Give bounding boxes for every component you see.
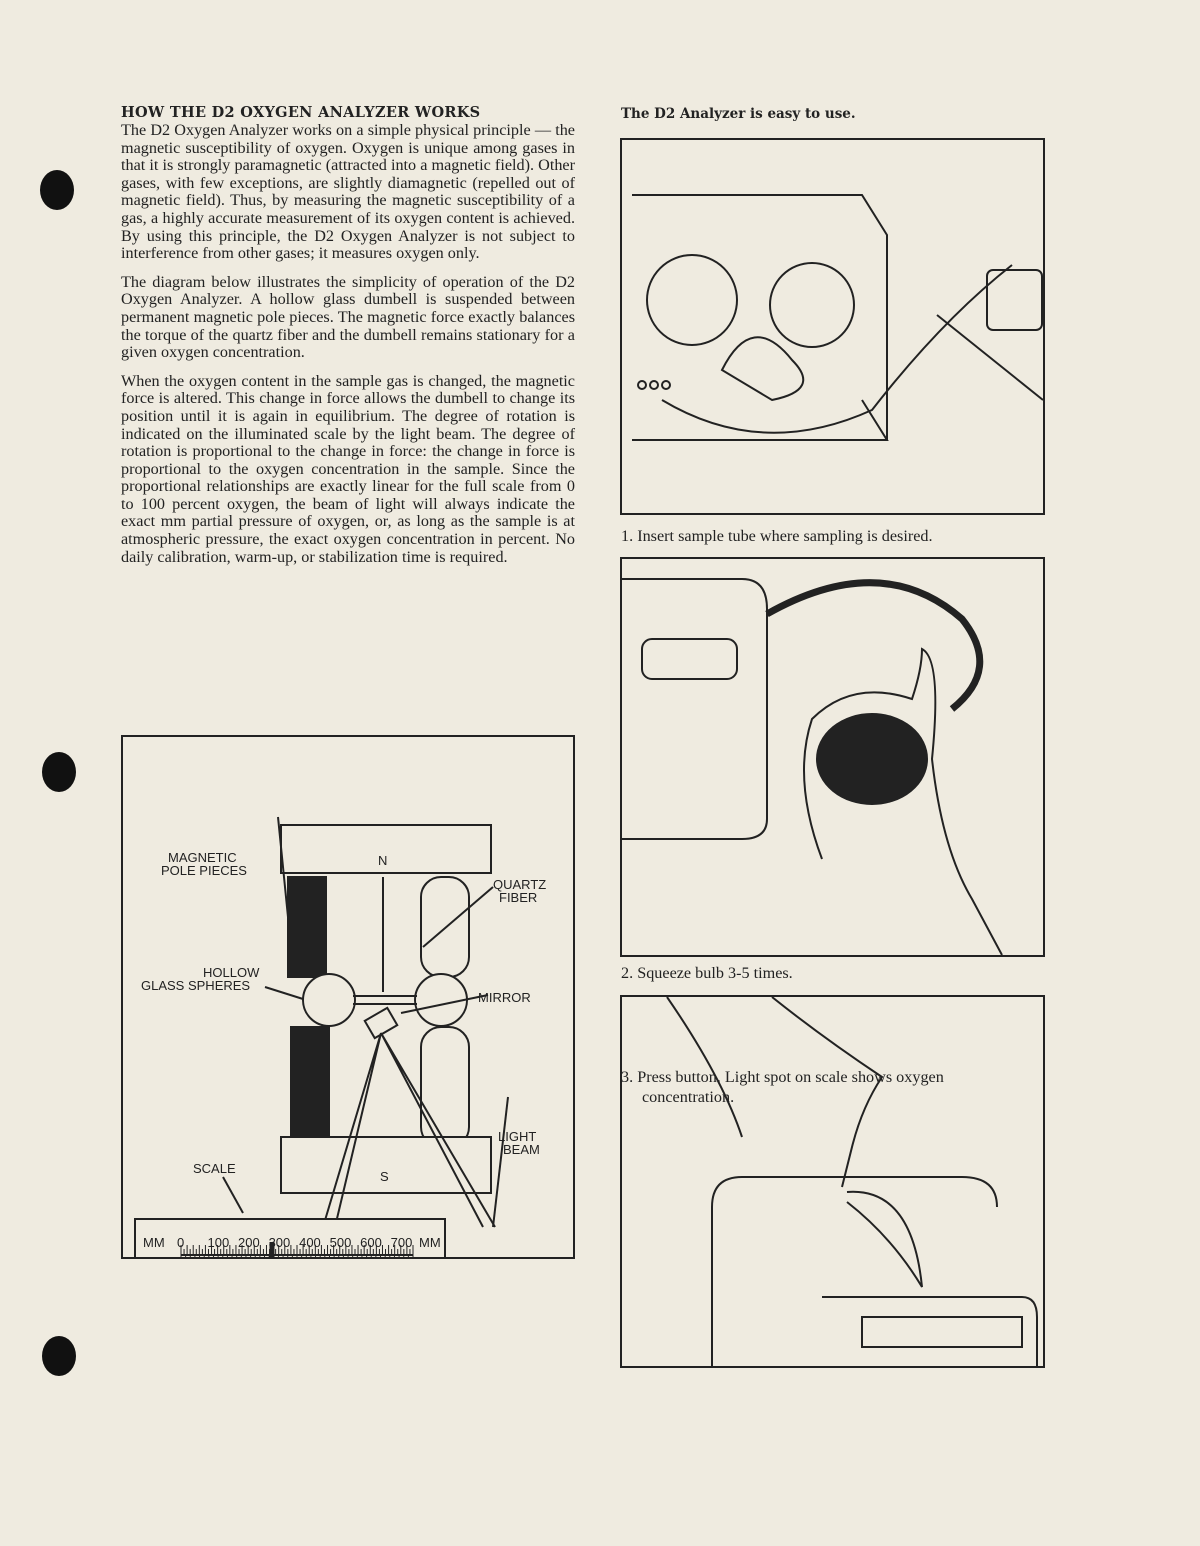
press-button-drawing — [666, 996, 1038, 1367]
label-glass-spheres: GLASS SPHERES — [141, 978, 250, 993]
label-south: S — [380, 1169, 389, 1184]
incubator-drawing — [632, 194, 1044, 441]
step-number: 2. — [621, 964, 634, 982]
paragraph: The diagram below illustrates the simpli… — [121, 272, 575, 362]
step-text-continued: concentration. — [642, 1088, 735, 1106]
step-3-caption: 3. Press button. Light spot on scale sho… — [621, 1067, 944, 1107]
scale-mm-label: 500 — [330, 1235, 352, 1250]
light-spot-marker — [269, 1242, 275, 1264]
label-beam: BEAM — [503, 1142, 540, 1157]
scale-mm-label: 100 — [208, 1235, 230, 1250]
step-2-illustration — [620, 557, 1045, 957]
paragraph: When the oxygen content in the sample ga… — [121, 371, 575, 566]
step-2-caption: 2. Squeeze bulb 3-5 times. — [621, 963, 793, 983]
label-mirror: MIRROR — [478, 990, 531, 1005]
section-heading: HOW THE D2 OXYGEN ANALYZER WORKS — [121, 104, 481, 121]
right-column-title: The D2 Analyzer is easy to use. — [621, 106, 856, 122]
scale-mm-label: 0 — [177, 1235, 184, 1250]
label-hollow: HOLLOW — [203, 965, 260, 980]
label-fiber: FIBER — [499, 890, 537, 905]
label-scale: SCALE — [193, 1161, 236, 1176]
paragraph: The D2 Oxygen Analyzer works on a simple… — [121, 121, 575, 263]
scale-mm-unit: MM — [143, 1235, 165, 1250]
step-number: 1. — [621, 527, 634, 545]
step-text: Press button. Light spot on scale shows … — [637, 1068, 944, 1086]
scale-mm-unit-right: MM — [419, 1235, 441, 1250]
label-quartz: QUARTZ — [493, 877, 546, 892]
scale-mm-label: 400 — [299, 1235, 321, 1250]
step-number: 3. — [621, 1068, 634, 1086]
binder-hole — [42, 752, 76, 792]
label-light: LIGHT — [498, 1129, 536, 1144]
binder-hole — [42, 1336, 76, 1376]
step-1-caption: 1. Insert sample tube where sampling is … — [621, 526, 933, 546]
step-1-illustration — [620, 138, 1045, 515]
step-text: Squeeze bulb 3-5 times. — [637, 964, 793, 982]
step-3-illustration — [620, 995, 1045, 1368]
scale-mm-label: 600 — [360, 1235, 382, 1250]
binder-hole — [40, 170, 74, 210]
analyzer-diagram: MAGNETIC POLE PIECES N S QUARTZ FIBER HO… — [121, 735, 575, 1298]
label-north: N — [378, 853, 387, 868]
scale-mm-label: 700 — [391, 1235, 413, 1250]
label-magnetic: MAGNETIC — [168, 850, 237, 865]
step-text: Insert sample tube where sampling is des… — [637, 527, 933, 545]
left-column: HOW THE D2 OXYGEN ANALYZER WORKS The D2 … — [121, 104, 575, 577]
bulb-drawing — [622, 578, 1003, 956]
scale-mm-label: 300 — [269, 1235, 291, 1250]
label-pole-pieces: POLE PIECES — [161, 863, 247, 878]
scale-mm-label: 200 — [238, 1235, 260, 1250]
diagram-drawing: MAGNETIC POLE PIECES N S QUARTZ FIBER HO… — [134, 816, 546, 1298]
